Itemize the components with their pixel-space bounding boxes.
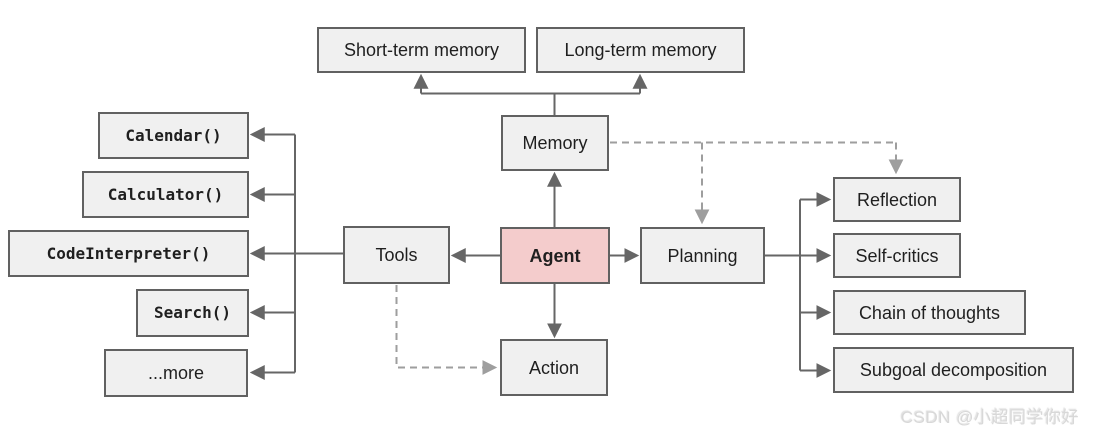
node-self-critics: Self-critics bbox=[833, 233, 961, 278]
edge-tools-trunk bbox=[294, 134, 343, 373]
node-agent: Agent bbox=[500, 227, 610, 284]
node-short-term-memory: Short-term memory bbox=[317, 27, 526, 73]
edge-tools-to-action-dashed bbox=[395, 285, 498, 375]
node-code-interpreter: CodeInterpreter() bbox=[8, 230, 249, 277]
node-calculator: Calculator() bbox=[82, 171, 249, 218]
node-action: Action bbox=[500, 339, 608, 396]
node-tools: Tools bbox=[343, 226, 450, 284]
csdn-watermark: CSDN @小超同学你好 bbox=[900, 408, 1079, 427]
edge-planning-trunk bbox=[765, 199, 801, 371]
node-search: Search() bbox=[136, 289, 249, 337]
node-memory: Memory bbox=[501, 115, 609, 171]
node-subgoal-decomposition: Subgoal decomposition bbox=[833, 347, 1074, 393]
node-reflection: Reflection bbox=[833, 177, 961, 222]
node-long-term-memory: Long-term memory bbox=[536, 27, 745, 73]
node-chain-of-thoughts: Chain of thoughts bbox=[833, 290, 1026, 335]
node-calendar: Calendar() bbox=[98, 112, 249, 159]
edge-memory-split bbox=[421, 92, 640, 115]
node-planning: Planning bbox=[640, 227, 765, 284]
node-more: ...more bbox=[104, 349, 248, 397]
